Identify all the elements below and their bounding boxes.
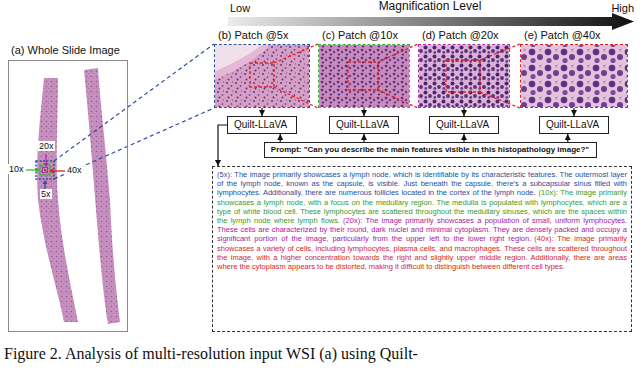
- arrow-connector: [463, 108, 464, 116]
- magnification-tag: 20x: [38, 141, 55, 151]
- prompt-box: Prompt: "Can you describe the main featu…: [264, 142, 597, 158]
- zoom-line: [480, 44, 520, 60]
- tissue-strip: [37, 78, 78, 322]
- arrow-connector: [218, 125, 227, 166]
- zoom-region: [250, 63, 274, 87]
- zoom-line: [54, 108, 214, 179]
- model-box: Quilt-LLaVA: [539, 116, 609, 134]
- magnification-tag: 40x: [66, 165, 83, 175]
- slide-ground: [9, 61, 128, 332]
- tissue-strip: [84, 68, 120, 324]
- patch-frame: (d) Patch @20x: [418, 44, 510, 108]
- arrow-connector: [261, 108, 262, 116]
- zoom-line: [378, 44, 418, 62]
- zoom-box-20x: [43, 168, 48, 173]
- panel-heading: (b) Patch @5x: [218, 29, 312, 42]
- zoom-box-40x: [44, 169, 46, 171]
- patch-image-40x: [521, 45, 627, 107]
- pointer-arrow: [43, 180, 48, 184]
- model-box: Quilt-LLaVA: [329, 116, 399, 134]
- output-text-box: (5x): The image primarily showcases a ly…: [212, 166, 632, 332]
- magnification-tag: 10x: [8, 164, 25, 174]
- figure-caption: Figure 2. Analysis of multi-resolution i…: [4, 344, 418, 363]
- arrow-connector: [573, 108, 574, 116]
- scale-title: Magnification Level: [379, 0, 482, 14]
- zoom-box-5x: [36, 161, 54, 179]
- pointer-arrow: [52, 170, 65, 171]
- model-box: Quilt-LLaVA: [429, 116, 499, 134]
- scale-end-label: High: [611, 2, 634, 15]
- panel-heading: (e) Patch @40x: [524, 29, 630, 42]
- box-label: Quilt-LLaVA: [546, 119, 602, 131]
- arrow-connector: [280, 134, 281, 142]
- zoom-line: [274, 44, 318, 63]
- scale-end-label: Low: [230, 2, 250, 15]
- model-box: Quilt-LLaVA: [227, 116, 297, 134]
- arrow-connector: [363, 108, 364, 116]
- arrow-connector: [567, 134, 568, 142]
- panel-heading: (d) Patch @20x: [422, 29, 512, 42]
- arrow-connector: [463, 134, 464, 142]
- patch-image-10x: [319, 45, 409, 107]
- box-label: Quilt-LLaVA: [436, 119, 492, 131]
- pointer-arrow: [45, 154, 46, 164]
- zoom-box-10x: [40, 165, 50, 175]
- slide-frame: (a) Whole Slide Image: [8, 60, 128, 332]
- patch-frame: (c) Patch @10x: [318, 44, 410, 108]
- box-label: Quilt-LLaVA: [336, 119, 392, 131]
- pointer-arrow: [26, 169, 37, 170]
- zoom-region: [446, 60, 480, 92]
- magnification-bar: [228, 13, 634, 30]
- pointer-arrow: [49, 169, 53, 174]
- box-label: Prompt: "Can you describe the main featu…: [270, 145, 591, 155]
- patch-frame: (e) Patch @40x: [520, 44, 628, 108]
- zoom-line: [480, 92, 520, 108]
- zoom-line: [378, 90, 418, 108]
- panel-heading: (c) Patch @10x: [322, 29, 412, 42]
- pointer-arrow: [44, 163, 49, 167]
- box-label: Quilt-LLaVA: [234, 119, 290, 131]
- arrow-connector: [363, 134, 364, 142]
- zoom-region: [348, 62, 378, 90]
- pointer-arrow: [36, 168, 40, 173]
- zoom-line: [274, 87, 318, 108]
- magnification-tag: 5x: [40, 189, 52, 199]
- panel-heading: (a) Whole Slide Image: [11, 44, 129, 57]
- patch-frame: (b) Patch @5x: [214, 44, 310, 108]
